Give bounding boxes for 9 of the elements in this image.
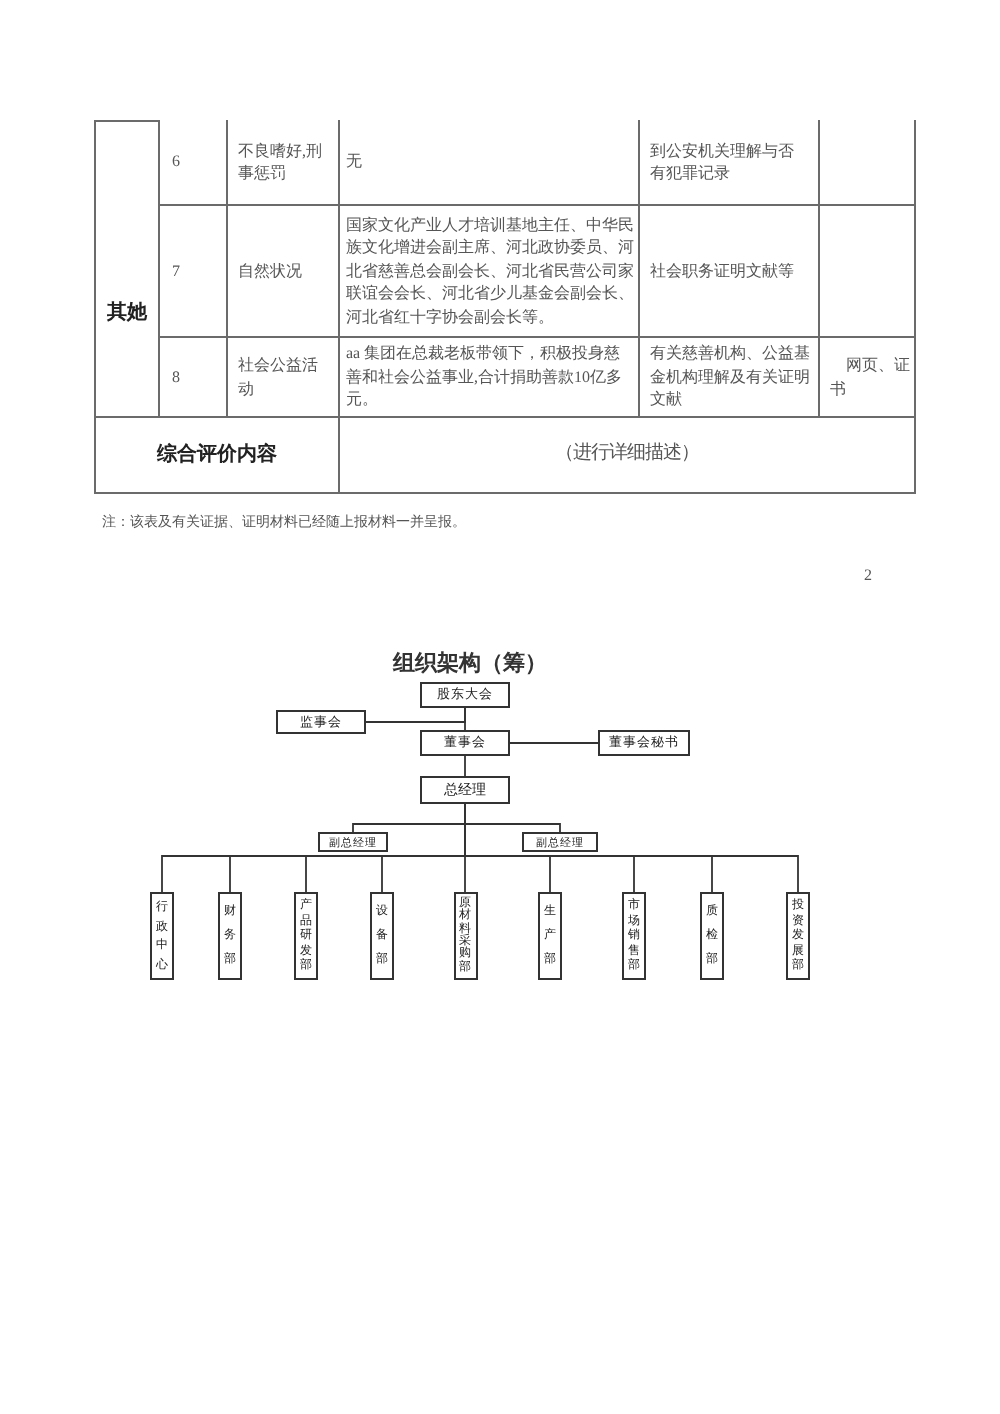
chart-title: 组织架构（筹） — [393, 650, 547, 676]
connector-line — [464, 803, 799, 893]
connector-line — [365, 707, 466, 723]
page-number: 2 — [864, 566, 872, 587]
table-cell: 综合评价内容 — [94, 416, 340, 494]
connector-line — [464, 755, 466, 777]
table-cell: 其她 — [94, 120, 160, 418]
connector-line — [509, 742, 599, 744]
table-cell: （进行详细描述） — [338, 416, 916, 494]
